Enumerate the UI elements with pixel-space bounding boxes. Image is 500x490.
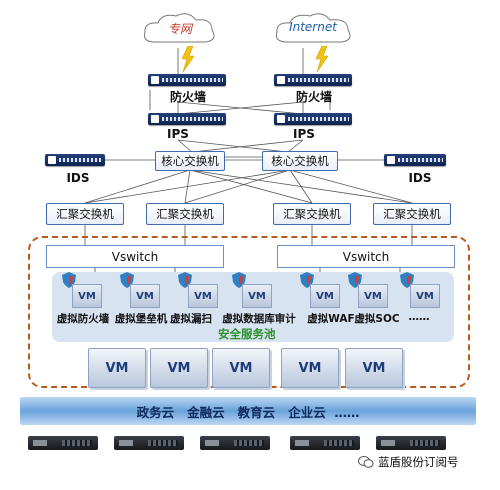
ips-label-right: IPS: [293, 127, 315, 141]
ips-device-right: [274, 113, 352, 125]
watermark-text: 蓝盾股份订阅号: [378, 455, 459, 469]
agg-switch-1: 汇聚交换机: [46, 203, 124, 225]
server-icon: [200, 436, 270, 450]
internet-cloud-icon: [276, 13, 351, 43]
ids-device-left: [45, 154, 105, 166]
private-network-label: 专网: [167, 22, 192, 36]
service-vm-7: VM: [410, 284, 440, 308]
lightning-icon: [181, 46, 195, 72]
ids-label-right: IDS: [408, 171, 432, 185]
firewall-device-left: [148, 74, 226, 86]
vm-4: VM: [281, 348, 339, 388]
watermark: 蓝盾股份订阅号: [358, 454, 459, 470]
service-label-7: ……: [408, 311, 430, 323]
ips-device-left: [148, 113, 226, 125]
service-label-6: 虚拟SOC: [354, 313, 400, 325]
agg-switch-4: 汇聚交换机: [373, 203, 451, 225]
ids-label-left: IDS: [66, 171, 90, 185]
wechat-icon: [358, 456, 374, 468]
vm-1: VM: [88, 348, 146, 388]
service-vm-3: VM: [188, 284, 218, 308]
vswitch-right: Vswitch: [277, 245, 455, 268]
firewall-label-right: 防火墙: [295, 90, 332, 104]
service-vm-2: VM: [130, 284, 160, 308]
server-icon: [114, 436, 184, 450]
service-label-1: 虚拟防火墙: [56, 313, 110, 325]
service-vm-4: VM: [242, 284, 272, 308]
vm-2: VM: [150, 348, 208, 388]
lightning-icon: [315, 46, 329, 72]
vm-5: VM: [345, 348, 403, 388]
ips-label-left: IPS: [167, 127, 189, 141]
server-icon: [376, 436, 446, 450]
service-label-4: 虚拟数据库审计: [222, 313, 296, 325]
core-switch-right: 核心交换机: [262, 151, 338, 171]
cloud-tenants-bar: 政务云 金融云 教育云 企业云 ……: [20, 397, 476, 425]
service-label-3: 虚拟漏扫: [170, 313, 212, 325]
internet-label: Internet: [289, 20, 337, 34]
vswitch-left: Vswitch: [46, 245, 224, 268]
agg-switch-3: 汇聚交换机: [273, 203, 351, 225]
service-label-2: 虚拟堡垒机: [114, 313, 168, 325]
service-vm-5: VM: [310, 284, 340, 308]
service-vm-6: VM: [358, 284, 388, 308]
private-network-cloud-icon: [144, 13, 215, 43]
firewall-device-right: [274, 74, 352, 86]
firewall-label-left: 防火墙: [169, 90, 206, 104]
security-pool-title: 安全服务池: [218, 327, 276, 341]
core-switch-left: 核心交换机: [155, 151, 225, 171]
service-label-5: 虚拟WAF: [307, 313, 355, 325]
agg-switch-2: 汇聚交换机: [146, 203, 224, 225]
server-icon: [290, 436, 360, 450]
service-vm-1: VM: [72, 284, 102, 308]
server-icon: [28, 436, 98, 450]
ids-device-right: [384, 154, 446, 166]
vm-3: VM: [212, 348, 270, 388]
